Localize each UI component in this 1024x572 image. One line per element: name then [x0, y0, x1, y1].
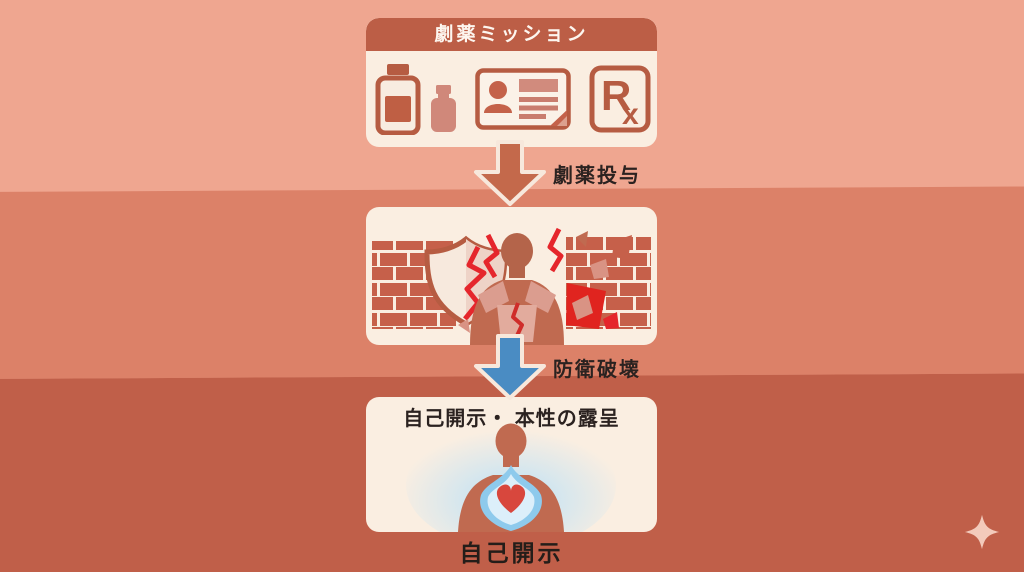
rx-letter-x: x — [622, 98, 639, 131]
wall-chunk — [612, 235, 632, 259]
crack-bolt-left — [483, 233, 500, 279]
medicine-bottle-small-icon — [430, 85, 456, 132]
person-breaking-armor — [470, 233, 564, 345]
step3-title: 自己開示・ 本性の露呈 — [403, 408, 620, 430]
arrow2-label: 防衛破壊 — [553, 359, 641, 381]
sparkle-icon — [964, 514, 1000, 550]
step1-card: 劇薬ミッション — [366, 18, 657, 147]
heart-icon — [496, 484, 526, 513]
footer-caption: 自己開示 — [459, 540, 564, 566]
heart-opening — [480, 465, 542, 531]
crack-bolt-right — [547, 227, 564, 273]
step1-icon-row: R x — [366, 51, 657, 147]
arrow1-label: 劇薬投与 — [553, 165, 641, 187]
defense-breaking-illustration — [372, 227, 651, 345]
rx-letter-r: R — [601, 72, 631, 119]
rx-prescription-icon: R x — [589, 65, 650, 133]
down-arrow-destroy-icon — [474, 334, 546, 400]
step2-card — [366, 207, 657, 345]
patient-card-icon — [474, 68, 571, 130]
down-arrow-administer-icon — [474, 140, 546, 206]
open-heart-illustration — [406, 421, 616, 532]
step1-header: 劇薬ミッション — [366, 18, 657, 51]
step3-card: 自己開示・ 本性の露呈 — [366, 397, 657, 532]
medicine-bottles-icon — [373, 63, 457, 135]
medicine-bottle-large-icon — [375, 64, 420, 135]
debris-fragments — [458, 231, 619, 333]
